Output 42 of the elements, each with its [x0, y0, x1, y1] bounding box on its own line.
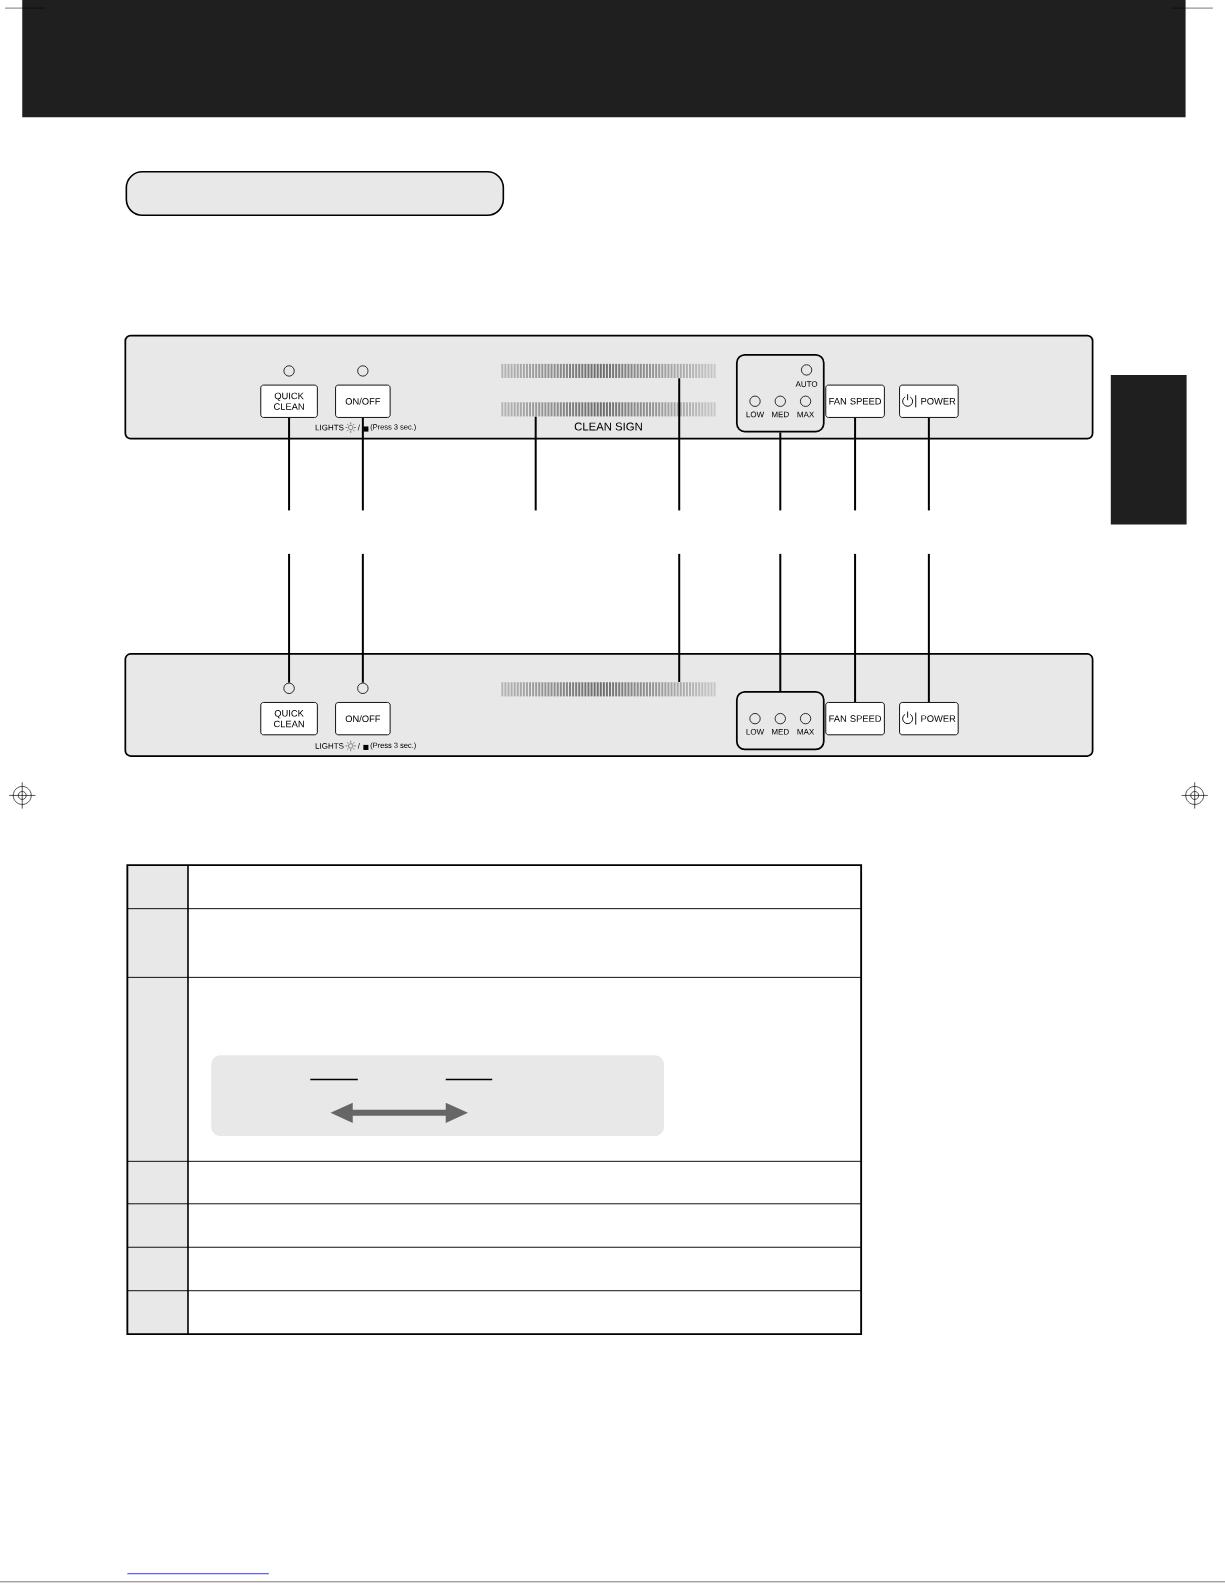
- leader-line: [288, 552, 291, 684]
- side-tab: [1110, 375, 1187, 525]
- push-button: FAN SPEED: [825, 702, 885, 736]
- leader-line: [854, 416, 857, 512]
- indicator-label: MAX: [797, 729, 815, 735]
- indicator-group: [735, 353, 825, 433]
- push-button: ON/OFF: [335, 702, 391, 736]
- leader-line: [854, 552, 857, 703]
- leader-line: [534, 415, 537, 512]
- caption-text: /: [357, 743, 360, 749]
- push-button: POWER: [899, 384, 959, 418]
- indicator-label: MED: [772, 729, 789, 735]
- level-gauge: [501, 401, 716, 418]
- indicator-label: AUTO: [795, 381, 818, 387]
- led-indicator: [283, 682, 295, 694]
- push-button: ON/OFF: [335, 384, 391, 418]
- leader-line: [927, 416, 930, 512]
- indicator-label: LOW: [746, 728, 765, 735]
- push-button: QUICK CLEAN: [260, 384, 318, 418]
- leader-line: [288, 416, 291, 512]
- leader-line: [678, 377, 681, 512]
- indicator-label: LOW: [746, 411, 765, 418]
- push-button: FAN SPEED: [825, 384, 885, 418]
- push-button: POWER: [899, 702, 959, 736]
- leader-line: [361, 552, 364, 684]
- caption-text: /: [357, 424, 360, 431]
- gauge-caption: CLEAN SIGN: [574, 422, 642, 431]
- leader-line: [678, 552, 681, 683]
- indicator-group: [735, 691, 825, 751]
- leader-line: [361, 416, 364, 512]
- level-gauge: [501, 681, 716, 698]
- level-gauge: [501, 362, 716, 379]
- caption-text: LIGHTS: [315, 424, 344, 431]
- title-pill: [125, 171, 505, 217]
- leader-line: [779, 431, 782, 512]
- indicator-label: MED: [772, 411, 789, 418]
- led-indicator: [357, 682, 369, 694]
- leader-line: [927, 552, 930, 703]
- indicator-label: MAX: [797, 411, 815, 418]
- caption-text: LIGHTS: [315, 743, 344, 749]
- leader-line: [779, 552, 782, 692]
- push-button: QUICK CLEAN: [260, 702, 318, 736]
